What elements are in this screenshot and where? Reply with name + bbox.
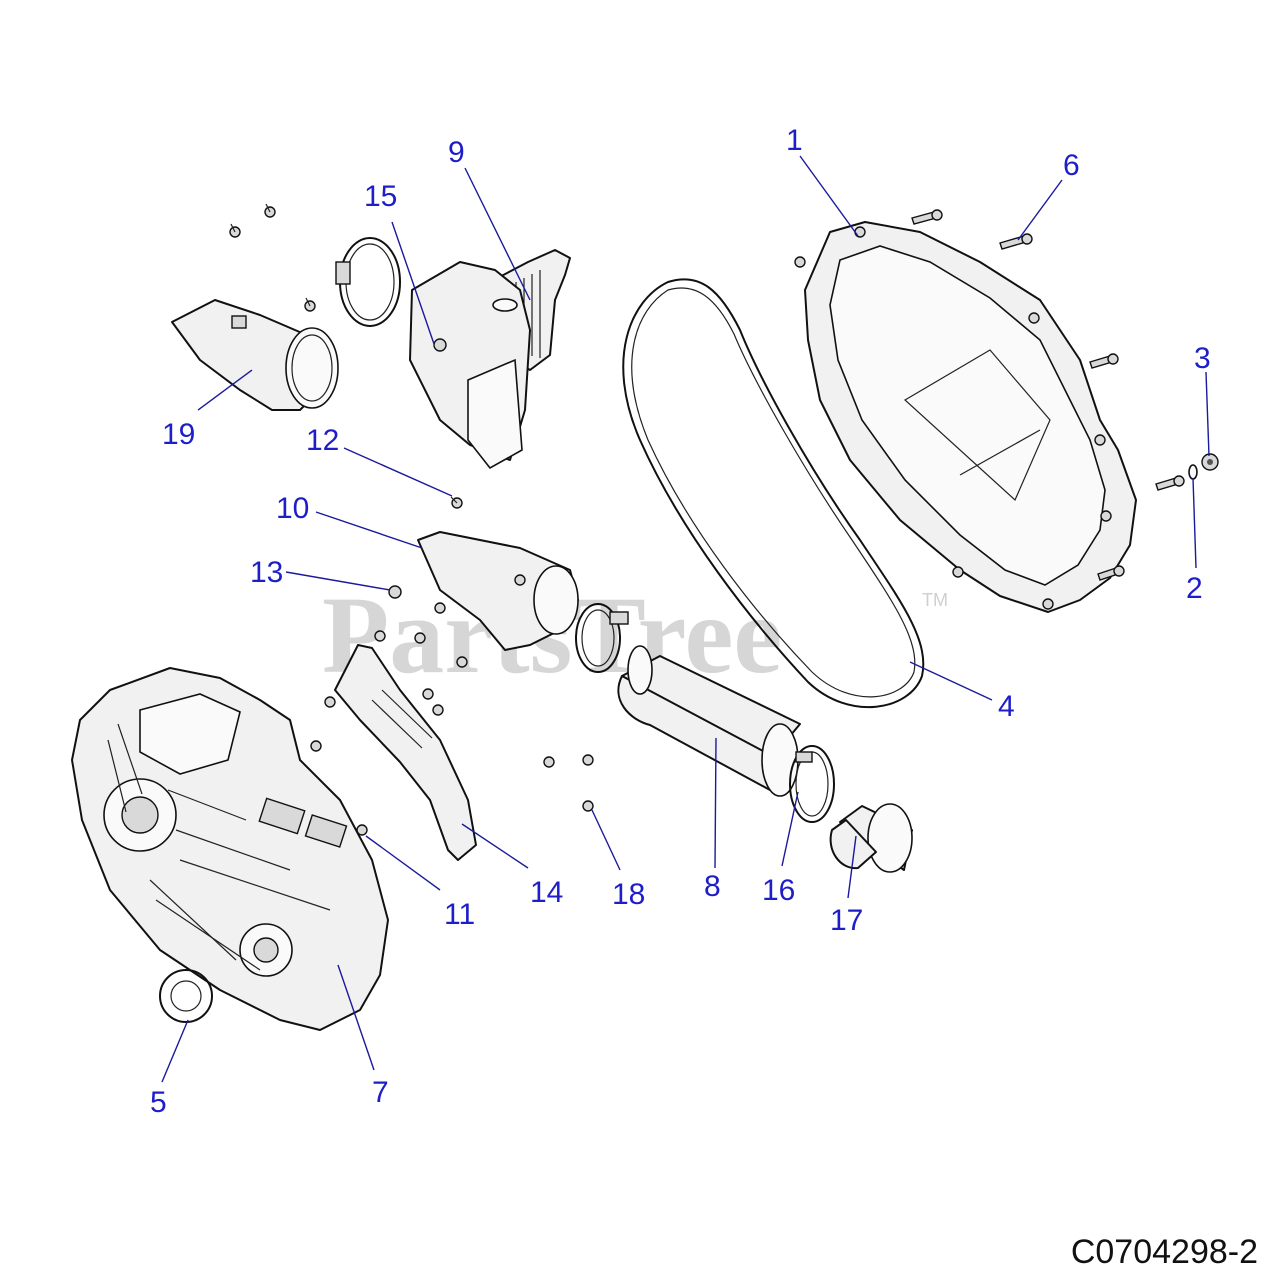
- callout-15[interactable]: 15: [364, 180, 397, 213]
- callout-8[interactable]: 8: [704, 870, 721, 903]
- part-outer-duct[interactable]: [171, 299, 339, 411]
- part-screw-12[interactable]: [450, 496, 463, 509]
- part-drive-belt[interactable]: [622, 278, 925, 709]
- callout-9[interactable]: 9: [448, 136, 465, 169]
- callout-19[interactable]: 19: [162, 418, 195, 451]
- part-screws-11[interactable]: [310, 696, 368, 836]
- part-washer[interactable]: [1188, 464, 1198, 480]
- part-screws-18[interactable]: [543, 754, 594, 812]
- part-boot[interactable]: [829, 803, 913, 873]
- part-nut[interactable]: [1201, 453, 1219, 471]
- callout-12[interactable]: 12: [306, 424, 339, 457]
- callout-17[interactable]: 17: [830, 904, 863, 937]
- part-cover-screws[interactable]: [911, 209, 1185, 581]
- callout-2[interactable]: 2: [1186, 572, 1203, 605]
- part-intake-duct[interactable]: [409, 261, 531, 470]
- callout-labels: 1 2 3 4 5 6 7 8 9 10 11 12 13 14 15 16 1…: [150, 124, 1211, 1119]
- callout-13[interactable]: 13: [250, 556, 283, 589]
- callout-7[interactable]: 7: [372, 1076, 389, 1109]
- callout-10[interactable]: 10: [276, 492, 309, 525]
- part-duct-10[interactable]: [417, 531, 579, 651]
- callout-1[interactable]: 1: [786, 124, 803, 157]
- callout-14[interactable]: 14: [530, 876, 563, 909]
- part-tube[interactable]: [617, 645, 801, 797]
- part-bracket[interactable]: [334, 644, 477, 861]
- part-clamp-16[interactable]: [789, 745, 835, 823]
- diagram-code: C0704298-2: [1070, 1233, 1258, 1271]
- part-nuts[interactable]: [374, 585, 468, 716]
- callout-16[interactable]: 16: [762, 874, 795, 907]
- part-clamp-upper[interactable]: [335, 237, 401, 327]
- callout-11[interactable]: 11: [444, 898, 475, 931]
- leader-lines: [161, 155, 1210, 1083]
- callout-6[interactable]: 6: [1063, 149, 1080, 182]
- part-inner-clutch-cover[interactable]: [71, 667, 389, 1031]
- part-clamp-middle[interactable]: [575, 603, 629, 673]
- callout-18[interactable]: 18: [612, 878, 645, 911]
- part-outer-clutch-cover[interactable]: [794, 221, 1137, 613]
- callout-5[interactable]: 5: [150, 1086, 167, 1119]
- part-small-screws-top[interactable]: [229, 203, 316, 312]
- callout-4[interactable]: 4: [998, 690, 1015, 723]
- watermark-trademark: TM: [922, 590, 948, 610]
- part-seal[interactable]: [159, 969, 213, 1023]
- callout-3[interactable]: 3: [1194, 342, 1211, 375]
